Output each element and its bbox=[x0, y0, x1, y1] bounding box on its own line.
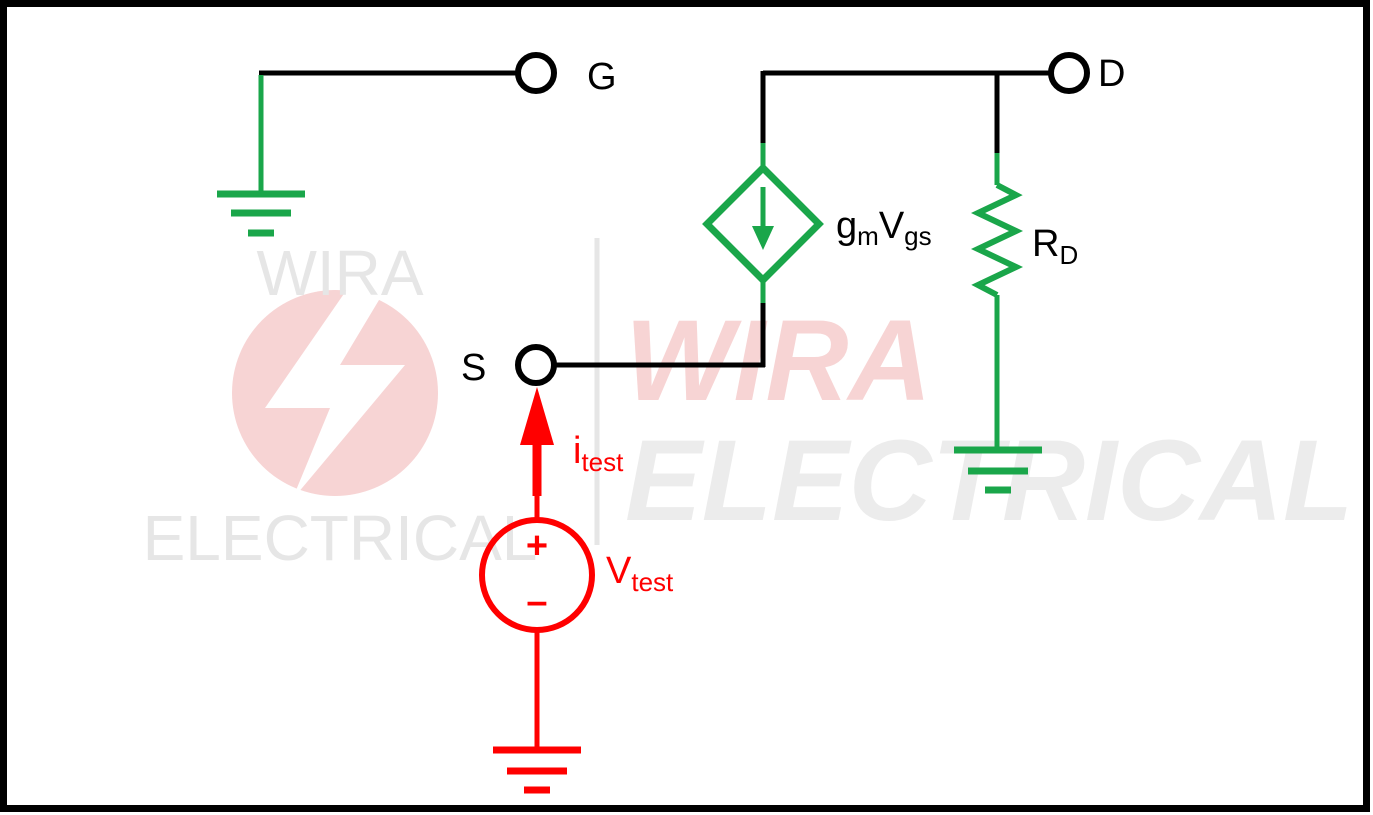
wires bbox=[259, 70, 1051, 368]
itest-sub: test bbox=[581, 447, 624, 477]
drain-label: D bbox=[1098, 53, 1125, 95]
test-voltage-label: Vtest bbox=[606, 550, 674, 597]
vtest-sub: test bbox=[631, 567, 674, 597]
gate-ground-icon bbox=[217, 75, 305, 237]
test-current-label: itest bbox=[573, 430, 624, 477]
resistor-ground-icon bbox=[954, 446, 1042, 494]
vgs-main: V bbox=[879, 205, 905, 247]
watermark-small-top: WIRA bbox=[256, 237, 423, 309]
rd-sub: D bbox=[1059, 240, 1078, 270]
watermark-small-bottom: ELECTRICAL bbox=[143, 502, 538, 574]
test-ground-icon bbox=[493, 746, 581, 794]
vtest-main: V bbox=[606, 550, 632, 592]
watermark: WIRA ELECTRICAL WIRA ELECTRICAL bbox=[143, 237, 1354, 574]
source-label: S bbox=[461, 347, 486, 389]
watermark-large-bottom: ELECTRICAL bbox=[625, 417, 1353, 545]
arrow-up-icon bbox=[520, 387, 554, 445]
vgs-sub: gs bbox=[904, 221, 931, 251]
dependent-current-source bbox=[702, 143, 824, 303]
drain-terminal bbox=[1048, 52, 1090, 94]
watermark-bolt-icon bbox=[265, 285, 405, 500]
minus-sign: – bbox=[526, 581, 547, 623]
gate-terminal bbox=[515, 52, 557, 94]
gate-label: G bbox=[587, 56, 617, 98]
resistor-label: RD bbox=[1032, 223, 1078, 270]
test-source-branch bbox=[479, 387, 595, 794]
watermark-large-top: WIRA bbox=[625, 297, 932, 425]
source-terminal bbox=[515, 344, 557, 386]
plus-sign: + bbox=[526, 525, 548, 567]
itest-main: i bbox=[573, 430, 581, 472]
dependent-source-label: gmVgs bbox=[836, 205, 932, 251]
gm-main: g bbox=[836, 205, 857, 247]
arrow-down-icon bbox=[752, 226, 774, 250]
gm-sub: m bbox=[857, 221, 879, 251]
resistor-rd bbox=[970, 153, 1024, 448]
rd-main: R bbox=[1032, 223, 1059, 265]
